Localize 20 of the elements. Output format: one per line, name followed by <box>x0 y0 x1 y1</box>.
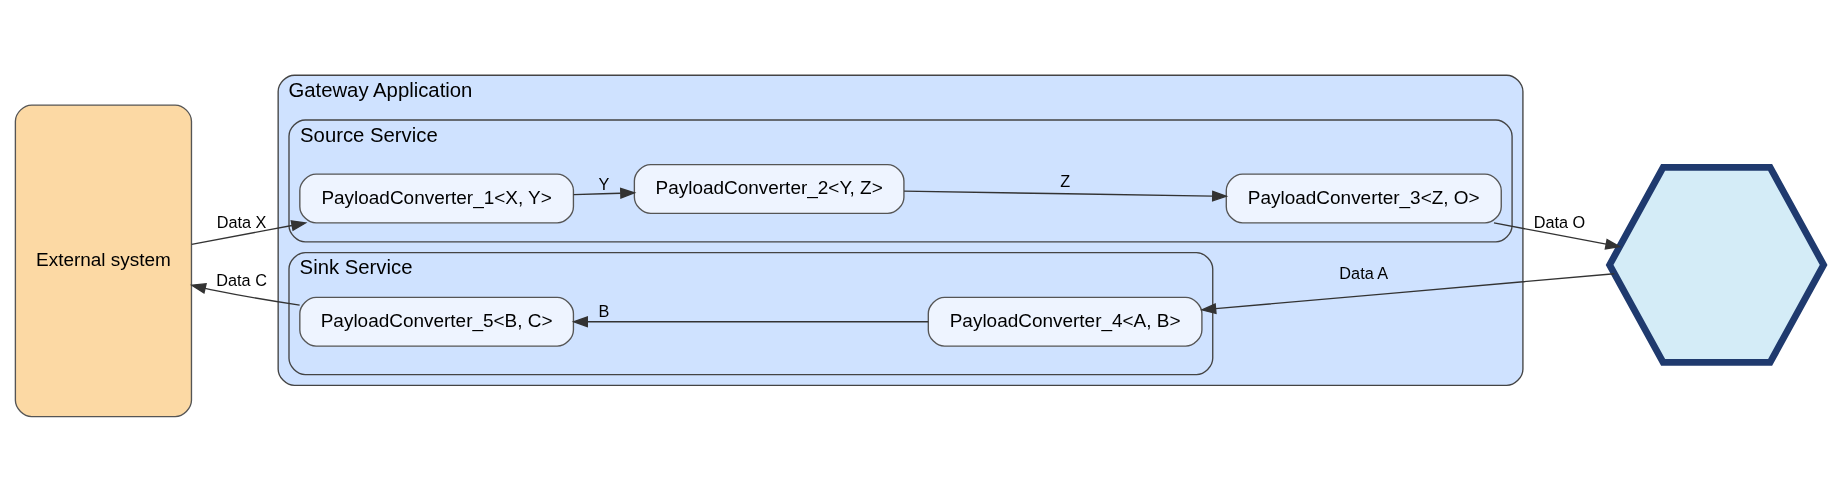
node-box: PayloadConverter_1<X, Y> <box>299 172 575 224</box>
edge-label: B <box>598 301 610 320</box>
arrow <box>903 189 1229 202</box>
node-box: PayloadConverter_3<Z, O> <box>1225 172 1502 224</box>
edge-label: Data X <box>216 212 267 231</box>
arrow <box>572 187 637 199</box>
arrow <box>1200 272 1615 314</box>
arrow <box>571 315 929 327</box>
node-box: PayloadConverter_2<Y, Z> <box>633 163 905 214</box>
arrow <box>190 219 308 245</box>
edge-label: Data O <box>1533 212 1586 231</box>
edge-label: Y <box>598 174 610 193</box>
node-box: PayloadConverter_5<B, C> <box>299 296 575 347</box>
node-box: PayloadConverter_4<A, B> <box>927 296 1203 347</box>
arrow <box>189 282 301 306</box>
node-box: External system <box>14 103 193 417</box>
edge-label: Z <box>1060 171 1071 190</box>
edge-label: Data C <box>216 270 267 289</box>
arrow <box>1493 221 1622 250</box>
edge-label: Data A <box>1339 263 1389 282</box>
